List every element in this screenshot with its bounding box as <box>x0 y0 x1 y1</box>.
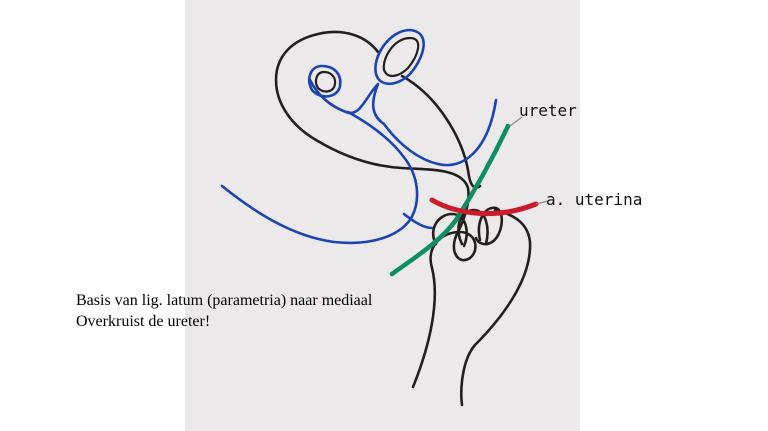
cervix-lobe-2 <box>457 208 489 246</box>
ovary-small-inner <box>314 70 337 93</box>
uterina-leader <box>535 200 549 205</box>
ligament-fold <box>308 78 498 167</box>
ovary-large-inner <box>382 36 420 77</box>
caption-block: Basis van lig. latum (parametria) naar m… <box>76 290 372 332</box>
ligament-attachment <box>402 212 434 230</box>
uterine-artery-label: a. uterina <box>546 190 642 209</box>
cervix-lobe-1 <box>431 212 468 248</box>
caption-line-2: Overkruist de ureter! <box>76 313 211 330</box>
drawing-panel <box>185 0 580 431</box>
caption-line-1: Basis van lig. latum (parametria) naar m… <box>76 292 373 309</box>
ureter-label: ureter <box>519 101 577 120</box>
uterus-right-wall <box>460 208 532 407</box>
ovary-large-loop <box>374 28 425 86</box>
uterine-artery-line <box>429 197 539 216</box>
ureter-leader <box>509 116 523 127</box>
cervix-lobe-3 <box>474 206 504 246</box>
ligament-lower-edge <box>220 110 419 245</box>
ureter-line <box>389 123 511 277</box>
ovary-small-loop <box>308 64 342 98</box>
